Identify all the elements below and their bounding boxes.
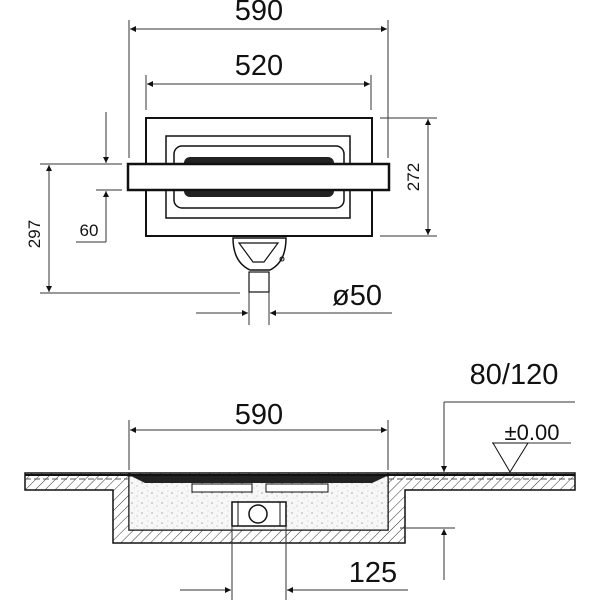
dim-outlet-diameter-label: ø50 bbox=[332, 280, 382, 312]
dim-total-depth: 297 bbox=[25, 163, 240, 294]
drain-trap-section bbox=[231, 501, 287, 527]
dim-grate-width-label: 60 bbox=[80, 221, 99, 240]
dim-depth-label: 272 bbox=[404, 163, 423, 191]
dim-outlet-offset: 125 bbox=[180, 526, 408, 600]
drain-channel-section bbox=[131, 476, 387, 483]
dim-depth: 272 bbox=[380, 117, 437, 237]
dim-build-height: 80/120 bbox=[400, 359, 575, 580]
grate-bar bbox=[126, 162, 391, 192]
drain-outlet bbox=[232, 237, 287, 293]
dim-grate-width: 60 bbox=[76, 112, 122, 243]
dim-section-width-label: 590 bbox=[235, 399, 283, 431]
dim-section-width: 590 bbox=[128, 399, 389, 470]
dim-inner-width-label: 520 bbox=[235, 50, 283, 82]
dim-inner-width: 520 bbox=[145, 50, 372, 110]
plan-view: 590 520 272 bbox=[25, 0, 437, 325]
section-view: 590 80/120 bbox=[24, 359, 576, 600]
level-marker: ±0.00 bbox=[492, 420, 571, 473]
dim-total-depth-label: 297 bbox=[25, 220, 44, 248]
dim-outlet-offset-label: 125 bbox=[349, 557, 397, 589]
dim-build-height-label: 80/120 bbox=[470, 359, 559, 391]
dim-overall-width-label: 590 bbox=[235, 0, 283, 27]
dim-outlet-diameter: ø50 bbox=[196, 280, 392, 325]
dim-overall-width: 590 bbox=[128, 0, 389, 158]
level-label: ±0.00 bbox=[505, 420, 560, 445]
